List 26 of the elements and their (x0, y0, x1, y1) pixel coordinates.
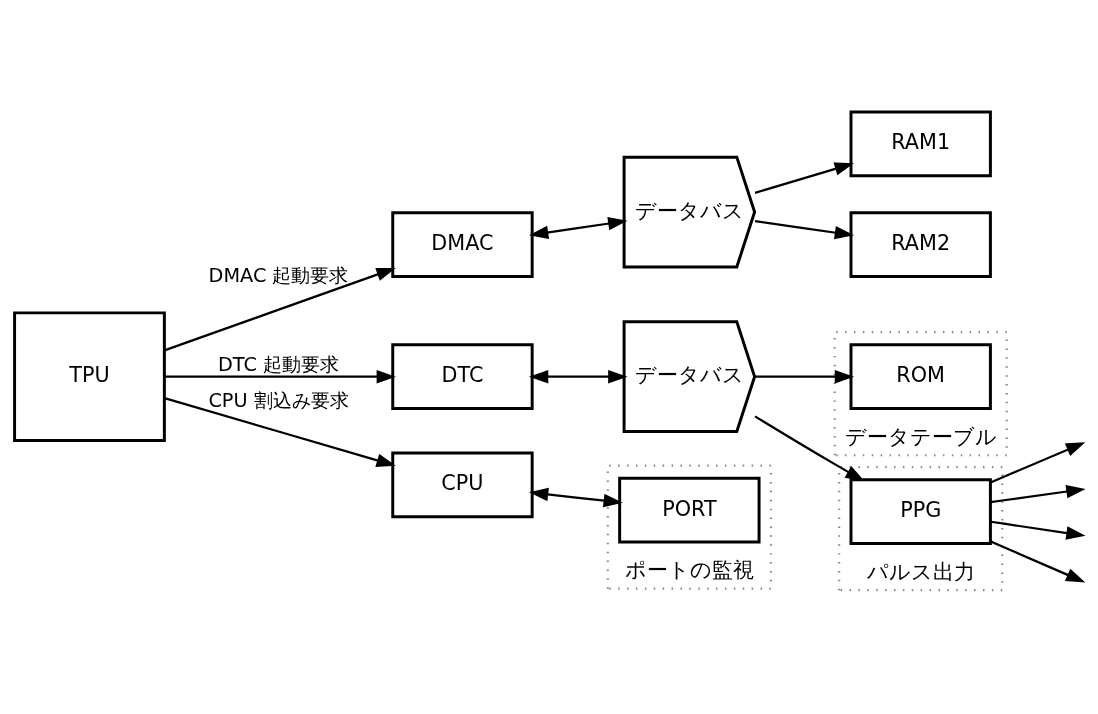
arrow (529, 216, 628, 240)
arrow (164, 369, 396, 384)
arrow (164, 397, 396, 467)
node-box: RAM1 (849, 110, 992, 178)
node-box: PPG (849, 478, 992, 545)
arrow (754, 415, 865, 482)
arrow (754, 162, 854, 194)
arrow (529, 487, 623, 508)
arrow (755, 369, 855, 384)
arrow (990, 520, 1086, 540)
node-box: PORT (618, 476, 761, 544)
node-box: RAM2 (849, 211, 992, 279)
node-box: TPU (13, 311, 166, 442)
node-box: DMAC (391, 211, 534, 279)
edge-label: DTC 起動要求 (218, 353, 340, 377)
node-box: DTC (391, 343, 534, 410)
arrow (164, 267, 396, 352)
arrow (990, 484, 1086, 504)
node-box: ROM (849, 343, 992, 410)
edge-label: DMAC 起動要求 (208, 264, 349, 288)
arrow (990, 442, 1086, 484)
arrow (990, 540, 1086, 583)
node-box: CPU (391, 451, 534, 519)
edge-label: CPU 割込み要求 (208, 388, 349, 412)
arrow (529, 369, 628, 384)
arrow (754, 220, 854, 240)
